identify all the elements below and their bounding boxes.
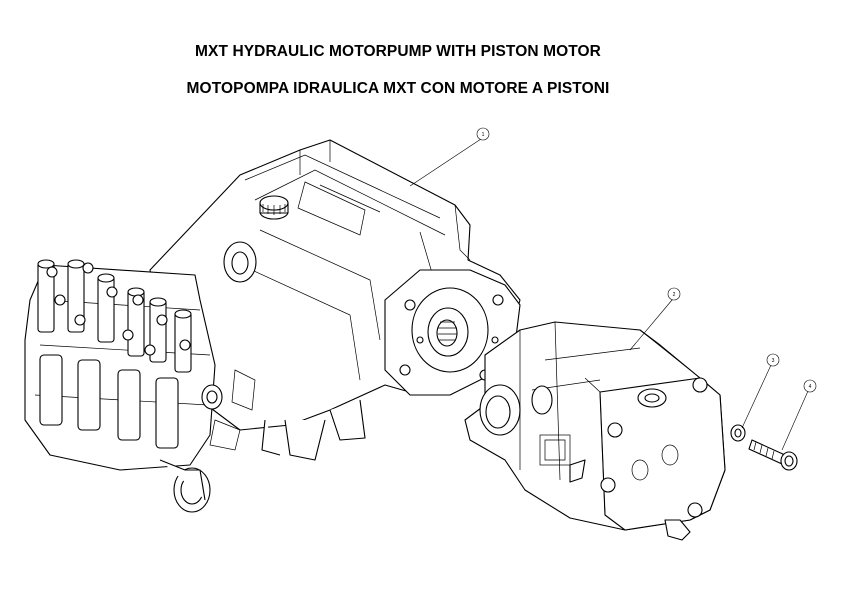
callout-2-label: 2 (673, 292, 676, 298)
piston-motor (464, 321, 726, 541)
callout-3-label: 3 (772, 358, 775, 364)
pump-manifold (24, 259, 256, 513)
callout-1: 1 (409, 127, 490, 187)
washer (730, 424, 746, 442)
callout-3: 3 (741, 353, 780, 429)
callout-4-label: 4 (809, 384, 812, 390)
title-english: MXT HYDRAULIC MOTORPUMP WITH PISTON MOTO… (195, 43, 601, 60)
screw (748, 439, 798, 471)
callout-4: 4 (781, 379, 817, 451)
title-italian: MOTOPOMPA IDRAULICA MXT CON MOTORE A PIS… (186, 80, 610, 97)
callout-2: 2 (629, 287, 681, 351)
callout-1-label: 1 (482, 132, 485, 138)
pump-body (149, 139, 521, 461)
